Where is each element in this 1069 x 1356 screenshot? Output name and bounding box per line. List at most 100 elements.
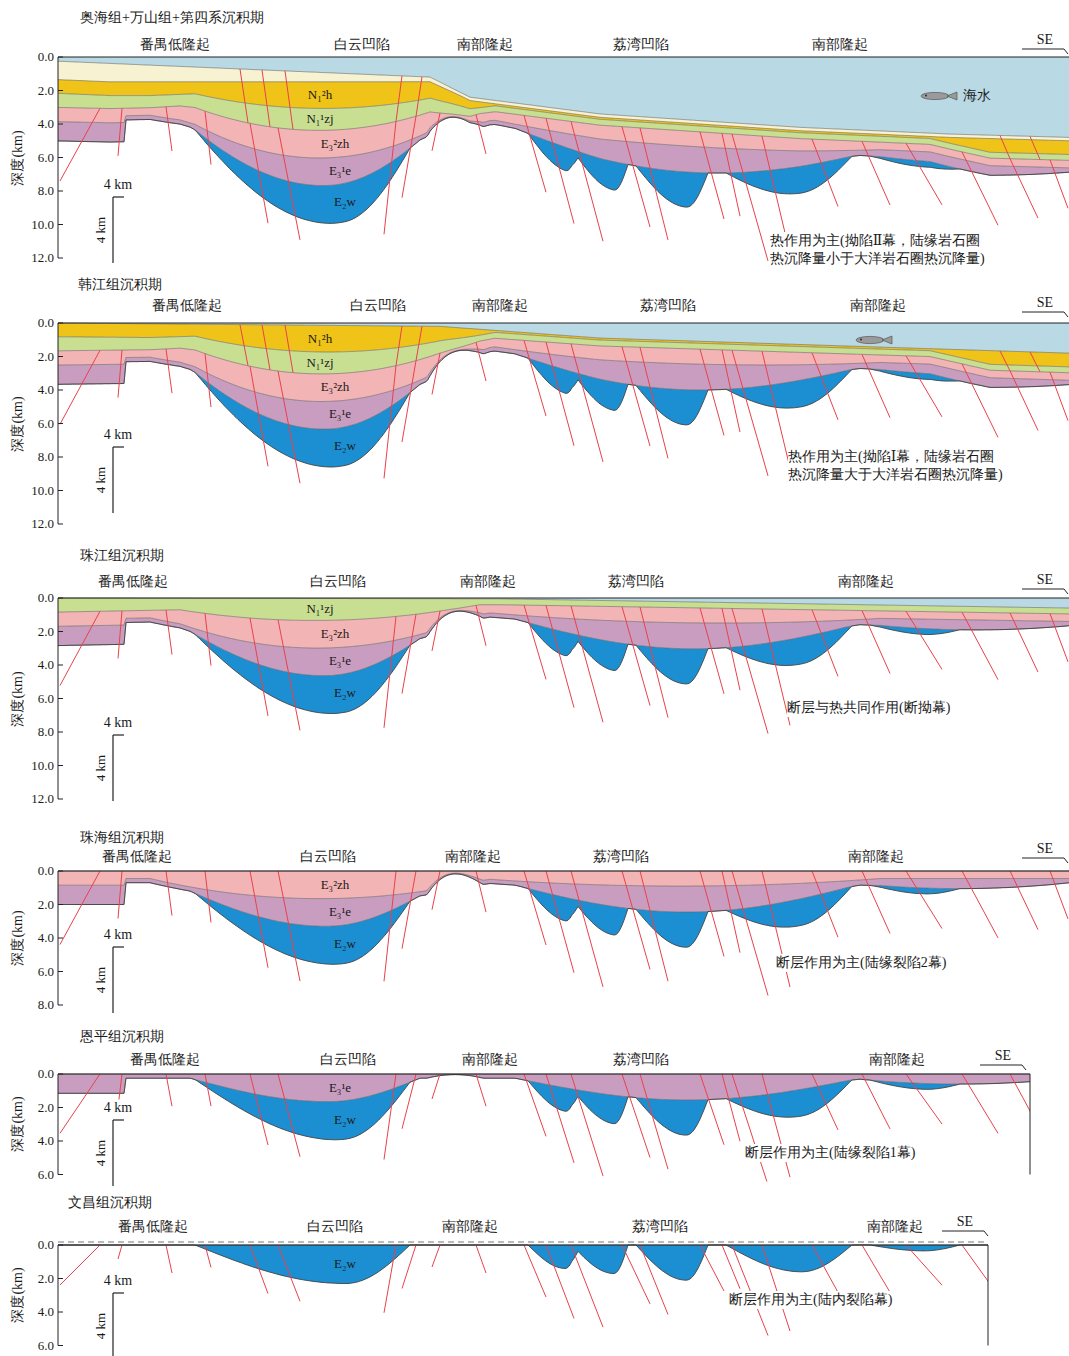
fault-line	[546, 342, 574, 446]
layer-label: E₃¹e	[327, 407, 353, 423]
layer-label: E₃²zh	[319, 136, 352, 152]
scale-bar	[112, 947, 113, 1013]
fault-line	[205, 1074, 211, 1106]
fault-line	[546, 605, 574, 707]
structural-unit: 荔湾凹陷	[593, 849, 649, 866]
fault-line	[700, 608, 724, 694]
depth-tick: 10.0	[31, 217, 54, 233]
depth-tick: 6.0	[38, 1167, 54, 1183]
fault-line	[476, 605, 486, 645]
fault-line	[700, 871, 724, 956]
fault-line	[476, 871, 486, 912]
panel-title: 文昌组沉积期	[68, 1195, 152, 1212]
fault-line	[906, 871, 942, 929]
scale-label: 4 km	[103, 715, 133, 732]
scale-label: 4 km	[103, 427, 133, 444]
fault-line	[384, 616, 396, 727]
fault-line	[166, 349, 172, 393]
fault-line	[546, 1245, 574, 1318]
fault-line	[1030, 136, 1040, 159]
fault-line	[416, 77, 422, 116]
layer-label: N₁²h	[306, 87, 334, 103]
tick-mark	[58, 1345, 63, 1346]
direction-arrow	[1064, 858, 1068, 863]
fault-line	[762, 351, 790, 468]
fault-line	[722, 133, 740, 216]
layer-label: E₂w	[332, 685, 358, 701]
strata-layer	[58, 1245, 988, 1284]
structural-unit: 白云凹陷	[350, 298, 406, 315]
direction-arrow	[1022, 312, 1064, 313]
panel-title: 珠海组沉积期	[80, 830, 164, 847]
fault-line	[60, 350, 100, 424]
tick-mark	[58, 390, 63, 391]
tick-mark	[58, 90, 63, 91]
axis-label: 深度(km)	[10, 1097, 27, 1152]
frame-line	[58, 871, 1069, 872]
depth-tick: 10.0	[31, 483, 54, 499]
fault-line	[906, 356, 942, 417]
depth-axis	[58, 1074, 59, 1175]
depth-tick: 8.0	[38, 183, 54, 199]
structural-unit: 番禺低隆起	[152, 298, 222, 315]
layer-label: E₃¹e	[327, 1080, 353, 1096]
fault-line	[118, 350, 122, 398]
fault-line	[166, 871, 172, 916]
fault-line	[546, 871, 574, 973]
fault-line	[60, 108, 100, 181]
fault-line	[384, 1074, 396, 1160]
fault-line	[622, 871, 650, 969]
scale-bar	[112, 735, 113, 801]
direction-label: SE	[957, 1214, 973, 1231]
structural-unit: 南部隆起	[460, 574, 516, 591]
direction-arrow	[1022, 1065, 1026, 1070]
strata-layer	[58, 1075, 1030, 1140]
stage-note: 断层作用为主(陆缘裂陷1幕)	[745, 1144, 915, 1162]
fault-line	[384, 1245, 396, 1313]
fault-line	[1050, 160, 1068, 208]
depth-tick: 0.0	[38, 315, 54, 331]
layer-label: N₁¹zj	[304, 355, 335, 371]
scale-bar	[113, 1292, 124, 1293]
fault-line	[205, 613, 211, 665]
tick-mark	[58, 423, 63, 424]
fault-line	[278, 371, 300, 483]
scale-label: 4 km	[93, 467, 109, 493]
fault-line	[250, 1074, 268, 1145]
layer-boundary	[58, 338, 1069, 374]
fault-line	[250, 123, 268, 223]
depth-tick: 10.0	[31, 758, 54, 774]
sea-label: 海水	[963, 88, 991, 105]
tick-mark	[58, 1245, 63, 1246]
fault-line	[700, 1074, 724, 1145]
fault-line	[384, 121, 396, 234]
section	[58, 57, 1069, 261]
fault-line	[60, 1245, 100, 1285]
fault-line	[640, 1245, 668, 1315]
fault-line	[432, 353, 440, 394]
tick-mark	[58, 124, 63, 125]
fault-line	[622, 1245, 650, 1304]
fault-line	[546, 1074, 574, 1163]
scale-bar	[112, 1293, 113, 1356]
tick-mark	[58, 1278, 63, 1279]
scale-bar	[113, 446, 124, 447]
tick-mark	[58, 904, 63, 905]
fault-line	[732, 134, 768, 261]
fault-line	[640, 607, 668, 718]
layer-label: E₂w	[332, 1256, 358, 1272]
layer-boundary	[58, 117, 1069, 223]
scale-bar	[112, 197, 113, 263]
fault-line	[402, 361, 416, 442]
depth-tick: 0.0	[38, 590, 54, 606]
structural-unit: 南部隆起	[457, 37, 513, 54]
scale-label: 4 km	[93, 967, 109, 993]
depth-tick: 2.0	[38, 1100, 54, 1116]
tick-mark	[58, 356, 63, 357]
fault-line	[250, 871, 268, 968]
fault-line	[396, 326, 402, 366]
depth-tick: 8.0	[38, 724, 54, 740]
fault-line	[732, 608, 768, 733]
fault-line	[906, 611, 942, 669]
section	[58, 1074, 1030, 1182]
